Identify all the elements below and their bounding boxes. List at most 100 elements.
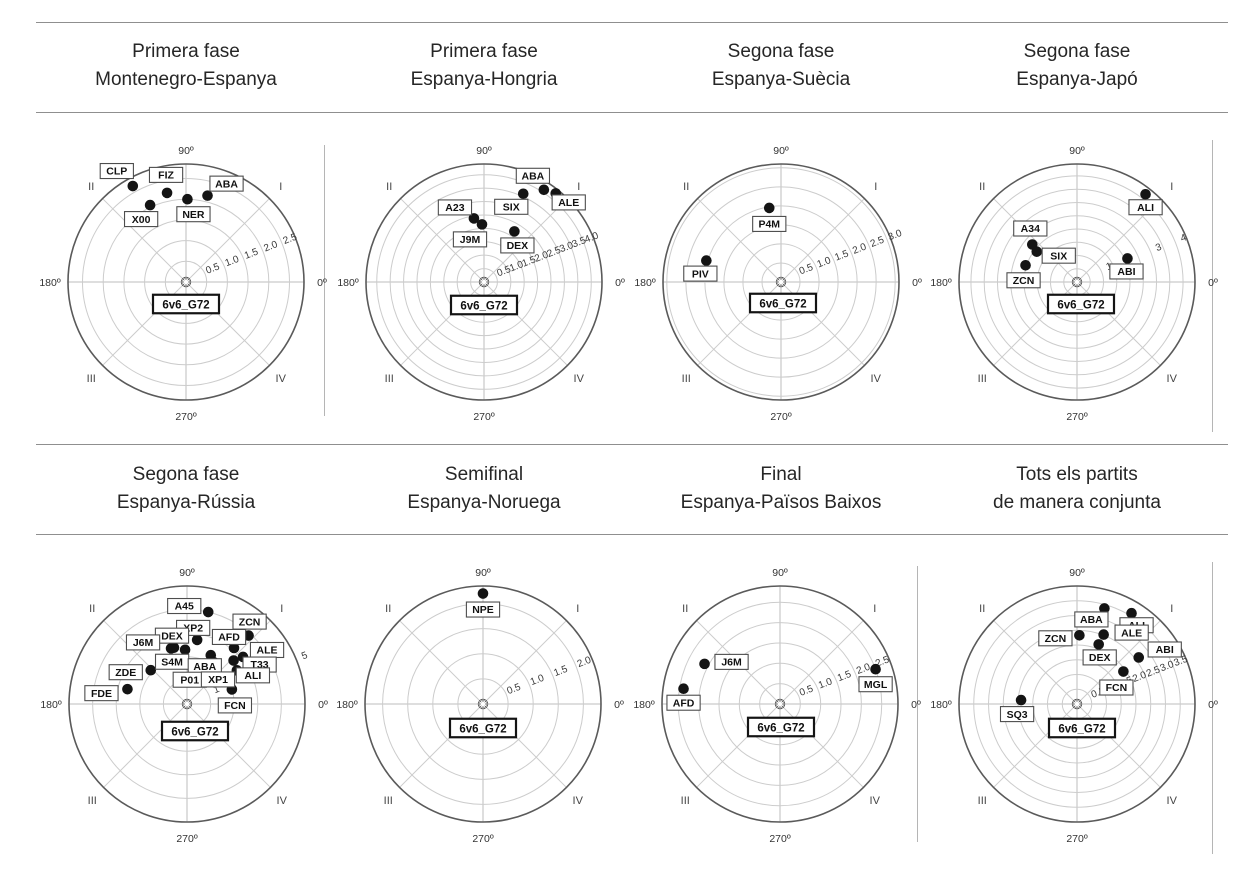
point-label-box-A34 bbox=[1013, 220, 1048, 237]
rtick-label: 2.0 bbox=[576, 655, 593, 670]
title-line-1: Semifinal bbox=[444, 464, 524, 485]
quadrant-label-IV: IV bbox=[1167, 373, 1178, 385]
point-label-J6M: J6M bbox=[133, 637, 154, 649]
angle-label-0: 0º bbox=[317, 277, 327, 289]
center-label-box bbox=[160, 720, 230, 742]
rtick-label: 3 bbox=[1154, 242, 1164, 254]
data-point-ALE bbox=[1098, 629, 1109, 640]
separator-top bbox=[36, 22, 1228, 23]
quadrant-label-I: I bbox=[280, 603, 283, 615]
quadrant-label-IV: IV bbox=[276, 373, 287, 385]
point-label-AFD: AFD bbox=[673, 697, 695, 709]
point-label-J6M: J6M bbox=[721, 657, 742, 669]
quadrant-label-III: III bbox=[385, 373, 394, 385]
rtick-label: 1.5 bbox=[243, 246, 260, 261]
point-label-NPE: NPE bbox=[472, 604, 494, 616]
quadrant-label-III: III bbox=[88, 795, 97, 807]
outer-circle bbox=[67, 163, 305, 401]
point-label-box-ABA bbox=[1074, 611, 1109, 628]
rtick-label: 0.5 bbox=[204, 261, 221, 276]
title-line-1: Primera fase bbox=[430, 41, 538, 62]
center-label-box bbox=[748, 292, 818, 314]
data-point-NPE bbox=[477, 588, 489, 599]
polar-spoke bbox=[185, 198, 270, 283]
angle-label-180: 180º bbox=[930, 277, 952, 289]
rtick-label: 1.0 bbox=[816, 255, 833, 270]
point-label-ABA: ABA bbox=[522, 170, 545, 182]
center-label: 6v6_G72 bbox=[1058, 724, 1105, 736]
center-marker-ray bbox=[479, 279, 489, 285]
title-line-1: Final bbox=[760, 464, 802, 485]
point-label-NER: NER bbox=[182, 209, 205, 221]
angle-label-180: 180º bbox=[634, 277, 656, 289]
data-point-ZCN bbox=[1020, 259, 1031, 271]
angle-label-270: 270º bbox=[473, 411, 495, 423]
center-label: 6v6_G72 bbox=[757, 723, 804, 735]
data-point-S4M bbox=[179, 644, 191, 656]
polar-spoke bbox=[400, 198, 485, 283]
data-point-XP2 bbox=[191, 634, 203, 646]
point-label-ZCN: ZCN bbox=[1013, 275, 1035, 287]
angle-label-0: 0º bbox=[318, 699, 328, 711]
point-label-box-NER bbox=[176, 206, 211, 223]
quadrant-label-II: II bbox=[88, 181, 94, 193]
polar-spoke bbox=[400, 281, 485, 366]
quadrant-label-II: II bbox=[979, 181, 985, 193]
data-point-A23 bbox=[468, 213, 480, 224]
point-label-ALI: ALI bbox=[1137, 202, 1154, 214]
title-line-2: Espanya-Japó bbox=[1016, 69, 1138, 90]
grid-ring bbox=[376, 174, 592, 390]
chart-title-2: Primera fase Espanya-Hongria bbox=[344, 38, 624, 94]
quadrant-label-III: III bbox=[87, 373, 96, 385]
point-label-box-J9M bbox=[452, 231, 488, 248]
rtick-label: 4 bbox=[1179, 232, 1189, 244]
grid-ring bbox=[1032, 659, 1122, 749]
grid-ring bbox=[718, 642, 842, 766]
center-label-box bbox=[746, 716, 816, 738]
point-label-ZCN: ZCN bbox=[1045, 633, 1067, 645]
point-label-box-J6M bbox=[714, 653, 749, 670]
quadrant-label-IV: IV bbox=[1167, 795, 1178, 807]
quadrant-label-I: I bbox=[873, 603, 876, 615]
quadrant-label-III: III bbox=[681, 795, 690, 807]
point-label-ABI: ABI bbox=[1156, 644, 1174, 656]
point-label-A45: A45 bbox=[175, 601, 194, 613]
rtick-label: 1.5 bbox=[552, 664, 569, 679]
quadrant-label-IV: IV bbox=[871, 373, 882, 385]
quadrant-label-II: II bbox=[979, 603, 985, 615]
angle-label-90: 90º bbox=[475, 567, 491, 579]
rtick-label: 1.5 bbox=[521, 254, 538, 269]
point-label-box-FDE bbox=[84, 685, 119, 702]
point-label-box-ALI bbox=[235, 667, 271, 684]
center-label: 6v6_G72 bbox=[460, 301, 507, 313]
center-label-box bbox=[1046, 293, 1116, 315]
point-label-box-ABI bbox=[1147, 641, 1182, 658]
grid-ring bbox=[1002, 629, 1152, 779]
angle-label-270: 270º bbox=[769, 833, 791, 845]
data-point-ABA bbox=[202, 190, 213, 201]
data-point-CLP bbox=[127, 180, 139, 192]
title-line-1: Segona fase bbox=[1023, 41, 1131, 62]
point-label-ABA: ABA bbox=[215, 178, 238, 190]
chart-title-3: Segona fase Espanya-Suècia bbox=[641, 38, 921, 94]
polar-spoke bbox=[399, 620, 484, 705]
grid-ring bbox=[996, 201, 1158, 363]
point-label-ABA: ABA bbox=[193, 661, 216, 673]
rtick-label: 3.0 bbox=[1159, 659, 1176, 674]
quadrant-label-I: I bbox=[577, 181, 580, 193]
title-line-2: Espanya-Hongria bbox=[410, 69, 558, 90]
center-marker-ray bbox=[1072, 279, 1082, 285]
angle-label-90: 90º bbox=[1069, 145, 1085, 157]
polar-spoke bbox=[102, 198, 187, 283]
grid-ring bbox=[970, 175, 1184, 389]
rtick-label: 4.0 bbox=[583, 230, 600, 245]
point-label-box-DEX bbox=[1082, 649, 1117, 666]
center-label: 6v6_G72 bbox=[459, 724, 506, 736]
polar-spoke bbox=[780, 198, 865, 283]
quadrant-label-IV: IV bbox=[277, 795, 288, 807]
data-point-P4M bbox=[763, 202, 775, 214]
